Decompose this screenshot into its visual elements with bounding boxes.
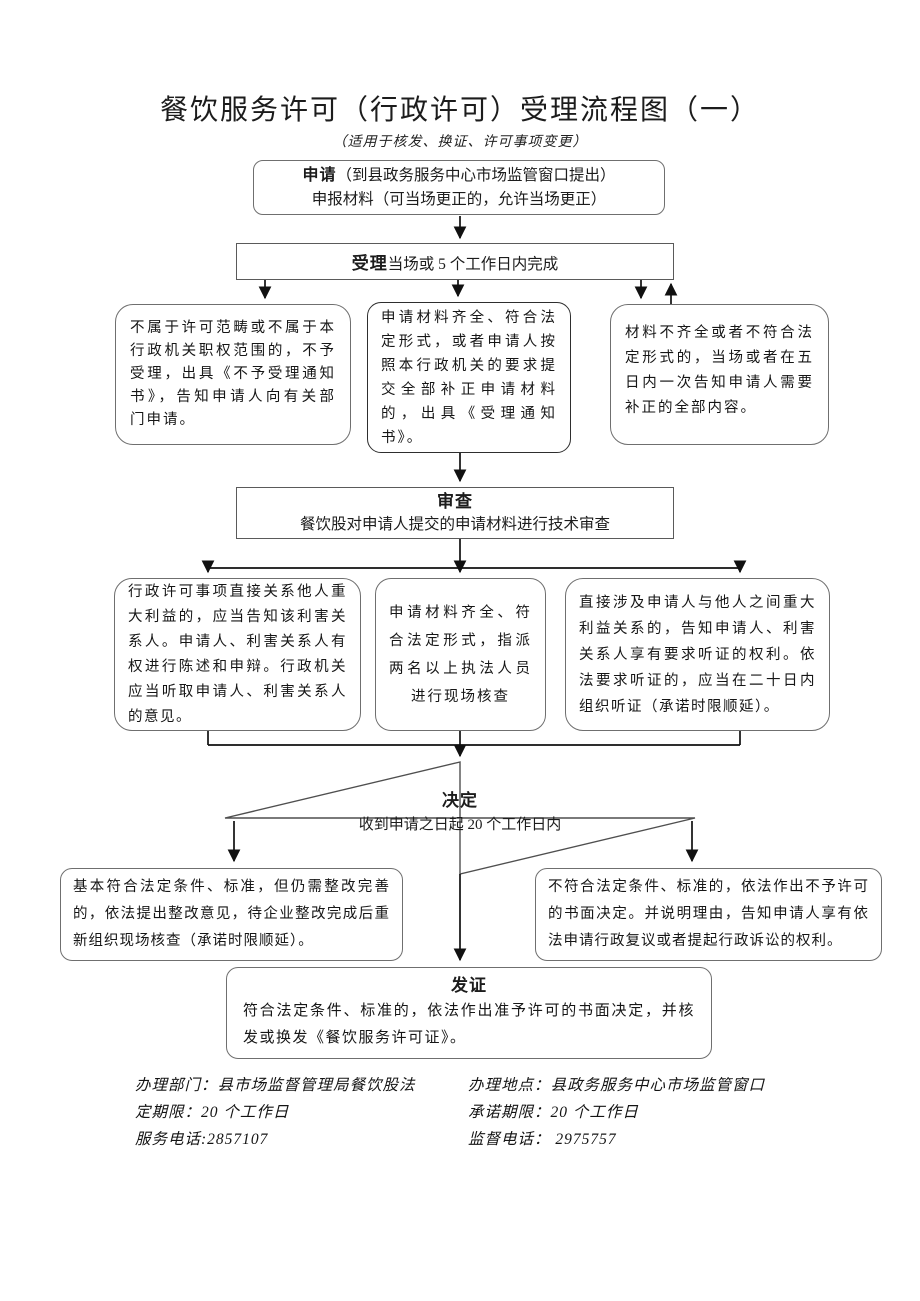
apply-line1: 申请（到县政务服务中心市场监管窗口提出） <box>254 164 664 188</box>
review-fanout-line <box>208 539 740 569</box>
incomplete-materials-text: 材料不齐全或者不符合法定形式的，当场或者在五日内一次告知申请人需要补正的全部内容… <box>625 325 814 416</box>
site-inspection-box: 申请材料齐全、符合法定形式，指派两名以上执法人员进行现场核查 <box>375 578 546 731</box>
review-box: 审查 餐饮股对申请人提交的申请材料进行技术审查 <box>236 487 674 539</box>
footer-statutory-period: 定期限：20 个工作日 <box>135 1104 290 1121</box>
hearing-text: 直接涉及申请人与他人之间重大利益关系的，告知申请人、利害关系人享有要求听证的权利… <box>579 594 816 715</box>
not-accepted-text: 不属于许可范畴或不属于本行政机关职权范围的，不予受理，出具《不予受理通知书》，告… <box>130 320 336 428</box>
decision-label: 决定 <box>442 791 478 810</box>
footer-promised-period: 承诺期限：20 个工作日 <box>468 1104 639 1121</box>
accept-note: 当场或 5 个工作日内完成 <box>387 256 559 273</box>
issue-box: 发证 符合法定条件、标准的，依法作出准予许可的书面决定，并核发或换发《餐饮服务许… <box>226 967 712 1059</box>
rectify-box: 基本符合法定条件、标准，但仍需整改完善的，依法提出整改意见，待企业整改完成后重新… <box>60 868 403 961</box>
accept-line: 受理当场或 5 个工作日内完成 <box>237 249 673 274</box>
footer-left-column: 办理部门：县市场监督管理局餐饮股法 定期限：20 个工作日 服务电话:28571… <box>135 1072 416 1153</box>
issue-desc: 符合法定条件、标准的，依法作出准予许可的书面决定，并核发或换发《餐饮服务许可证》… <box>243 1003 695 1046</box>
page-subtitle: （适用于核发、换证、许可事项变更） <box>332 135 588 150</box>
review-label: 审查 <box>437 492 473 511</box>
merge-line <box>207 731 741 746</box>
apply-line2: 申报材料（可当场更正的，允许当场更正） <box>311 190 607 208</box>
decision-desc: 收到申请之日起 20 个工作日内 <box>358 817 562 833</box>
incomplete-materials-box: 材料不齐全或者不符合法定形式的，当场或者在五日内一次告知申请人需要补正的全部内容… <box>610 304 829 445</box>
apply-label: 申请 <box>302 166 337 184</box>
apply-note: （到县政务服务中心市场监管窗口提出） <box>336 166 616 184</box>
accept-label: 受理 <box>351 254 388 273</box>
stakeholder-rights-box: 行政许可事项直接关系他人重大利益的，应当告知该利害关系人。申请人、利害关系人有权… <box>114 578 361 731</box>
footer-right-column: 办理地点：县政务服务中心市场监管窗口 承诺期限：20 个工作日 监督电话： 29… <box>468 1072 765 1153</box>
deny-box: 不符合法定条件、标准的，依法作出不予许可的书面决定。并说明理由，告知申请人享有依… <box>535 868 882 961</box>
accepted-notice-text: 申请材料齐全、符合法定形式，或者申请人按照本行政机关的要求提交全部补正申请材料的… <box>381 309 557 446</box>
footer-service-phone: 服务电话:2857107 <box>135 1131 269 1148</box>
apply-box: 申请（到县政务服务中心市场监管窗口提出） 申报材料（可当场更正的，允许当场更正） <box>253 160 665 215</box>
site-inspection-text: 申请材料齐全、符合法定形式，指派两名以上执法人员进行现场核查 <box>389 604 532 705</box>
accept-box: 受理当场或 5 个工作日内完成 <box>236 243 674 280</box>
accepted-notice-box: 申请材料齐全、符合法定形式，或者申请人按照本行政机关的要求提交全部补正申请材料的… <box>367 302 571 453</box>
footer-department: 办理部门：县市场监督管理局餐饮股法 <box>135 1077 416 1094</box>
decision-diamond: 决定 收到申请之日起 20 个工作日内 <box>335 788 585 838</box>
stakeholder-rights-text: 行政许可事项直接关系他人重大利益的，应当告知该利害关系人。申请人、利害关系人有权… <box>128 583 347 725</box>
not-accepted-box: 不属于许可范畴或不属于本行政机关职权范围的，不予受理，出具《不予受理通知书》，告… <box>115 304 351 445</box>
decision-diamond-shape <box>224 761 696 875</box>
rectify-text: 基本符合法定条件、标准，但仍需整改完善的，依法提出整改意见，待企业整改完成后重新… <box>73 879 390 949</box>
deny-text: 不符合法定条件、标准的，依法作出不予许可的书面决定。并说明理由，告知申请人享有依… <box>548 879 869 949</box>
review-desc: 餐饮股对申请人提交的申请材料进行技术审查 <box>299 516 610 533</box>
footer-location: 办理地点：县政务服务中心市场监管窗口 <box>468 1077 766 1094</box>
footer-supervision-phone: 监督电话： 2975757 <box>468 1131 617 1148</box>
hearing-box: 直接涉及申请人与他人之间重大利益关系的，告知申请人、利害关系人享有要求听证的权利… <box>565 578 830 731</box>
issue-label: 发证 <box>451 976 487 995</box>
page-title: 餐饮服务许可（行政许可）受理流程图（一） <box>159 95 760 126</box>
